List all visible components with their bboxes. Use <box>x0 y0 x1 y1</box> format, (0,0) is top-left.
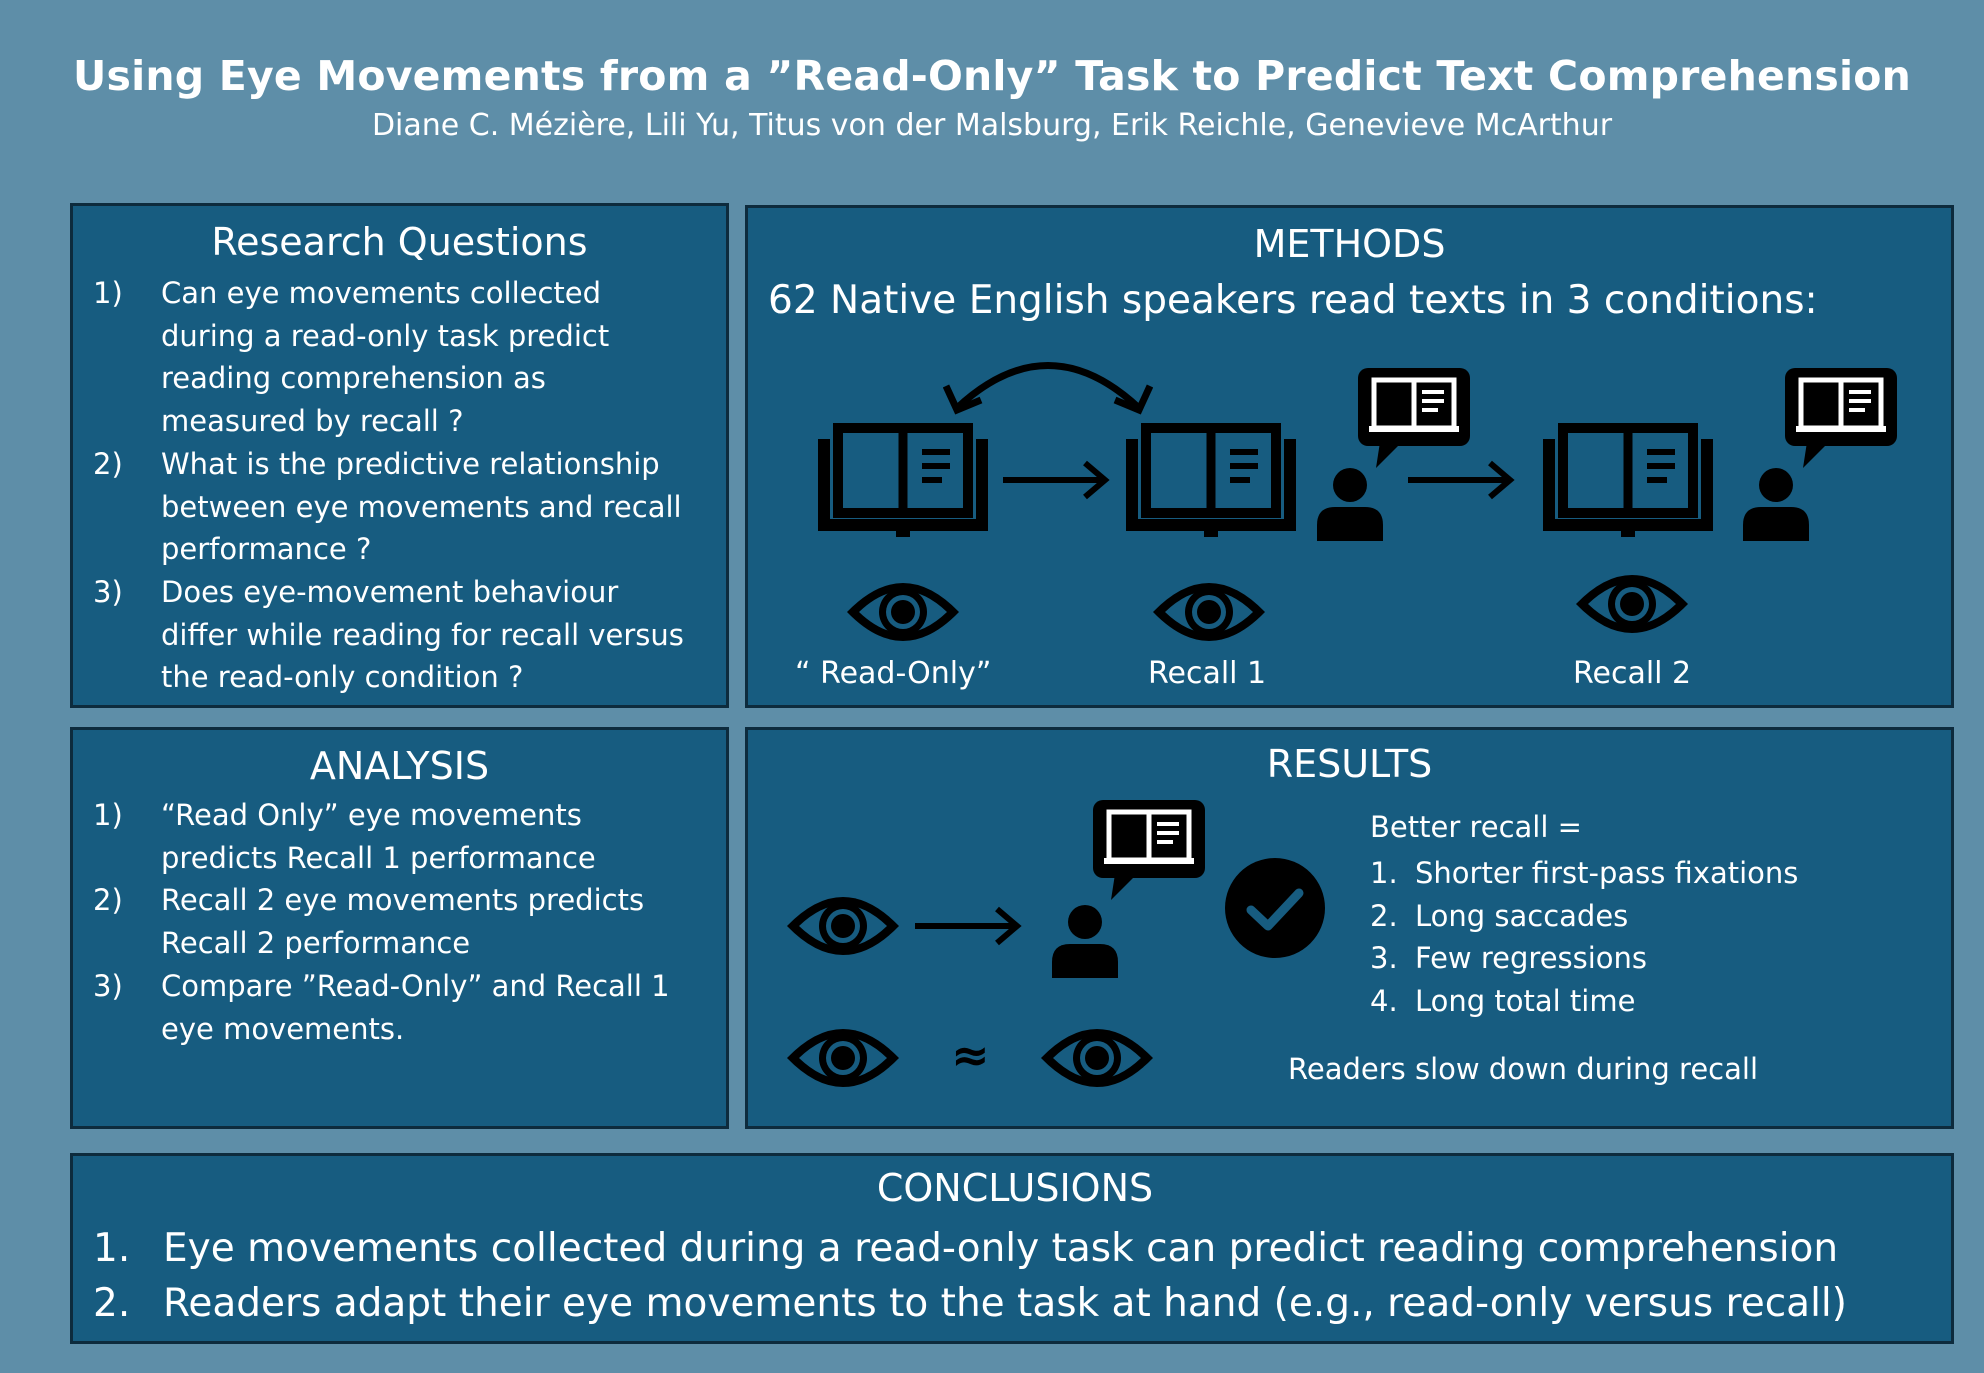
person-icon <box>1741 465 1811 541</box>
book-icon <box>818 423 988 543</box>
list-number: 3) <box>93 574 123 609</box>
list-number: 1) <box>93 798 123 832</box>
list-number: 3. <box>1370 941 1398 976</box>
research-question-item: 3) Does eye-movement behaviour differ wh… <box>93 571 723 699</box>
research-question-item: 1) Can eye movements collected during a … <box>93 272 723 443</box>
research-questions-panel: Research Questions 1) Can eye movements … <box>70 203 729 708</box>
list-number: 2) <box>93 883 123 918</box>
list-number: 3) <box>93 968 123 1003</box>
analysis-panel: ANALYSIS 1) “Read Only” eye movements pr… <box>70 727 729 1129</box>
arrow-icon <box>1408 460 1518 500</box>
conclusions-list: 1. Eye movements collected during a read… <box>93 1221 1847 1331</box>
list-line: “Read Only” eye movements <box>161 798 582 832</box>
speech-bubble-book-icon <box>1785 368 1897 468</box>
results-title: RESULTS <box>1266 742 1433 786</box>
person-icon <box>1050 902 1120 978</box>
speech-bubble-book-icon <box>1358 368 1470 468</box>
results-panel: RESULTS ≈ Better recall = 1. Shorter fir… <box>745 727 1954 1129</box>
list-line: Can eye movements collected <box>161 276 602 310</box>
list-number: 2. <box>93 1281 131 1326</box>
list-line: during a read-only task predict <box>161 318 610 353</box>
results-item: 1. Shorter first-pass fixations <box>1370 852 1798 895</box>
methods-panel: METHODS 62 Native English speakers read … <box>745 205 1954 708</box>
eye-icon <box>1037 1022 1157 1094</box>
poster-title: Using Eye Movements from a ”Read-Only” T… <box>72 52 1912 100</box>
eye-icon <box>1572 568 1692 640</box>
list-line: Eye movements collected during a read-on… <box>163 1226 1839 1271</box>
book-icon <box>1543 423 1713 543</box>
research-questions-list: 1) Can eye movements collected during a … <box>93 272 723 699</box>
conclusions-title: CONCLUSIONS <box>876 1166 1154 1210</box>
better-recall-label: Better recall = <box>1370 810 1582 844</box>
research-question-item: 2) What is the predictive relationship b… <box>93 443 723 571</box>
list-line: predicts Recall 1 performance <box>161 840 596 875</box>
list-line: performance ? <box>161 532 372 567</box>
arrow-icon <box>915 906 1025 946</box>
list-line: measured by recall ? <box>161 404 464 439</box>
read-only-label: “ Read-Only” <box>795 656 992 691</box>
analysis-item: 3) Compare ”Read-Only” and Recall 1 eye … <box>93 965 723 1050</box>
list-line: Long total time <box>1415 984 1636 1019</box>
eye-icon <box>783 890 903 962</box>
person-icon <box>1315 465 1385 541</box>
conclusions-panel: CONCLUSIONS 1. Eye movements collected d… <box>70 1153 1954 1344</box>
conclusion-item: 1. Eye movements collected during a read… <box>93 1221 1847 1276</box>
list-line: Recall 2 eye movements predicts <box>161 883 645 918</box>
speech-bubble-book-icon <box>1093 800 1205 900</box>
results-list: 1. Shorter first-pass fixations 2. Long … <box>1370 852 1798 1023</box>
list-number: 1. <box>1370 856 1398 890</box>
eye-icon <box>843 576 963 648</box>
list-line: reading comprehension as <box>161 361 546 396</box>
analysis-item: 1) “Read Only” eye movements predicts Re… <box>93 794 723 879</box>
eye-icon <box>783 1022 903 1094</box>
methods-title: METHODS <box>1253 222 1446 266</box>
research-questions-title: Research Questions <box>211 220 588 264</box>
slow-down-note: Readers slow down during recall <box>1288 1052 1759 1086</box>
recall-1-label: Recall 1 <box>1148 656 1267 691</box>
poster-authors: Diane C. Mézière, Lili Yu, Titus von der… <box>371 108 1613 143</box>
approx-symbol: ≈ <box>951 1028 990 1082</box>
recall-2-label: Recall 2 <box>1573 656 1692 691</box>
list-line: Few regressions <box>1415 941 1648 976</box>
analysis-item: 2) Recall 2 eye movements predicts Recal… <box>93 879 723 964</box>
list-number: 1. <box>93 1226 131 1271</box>
list-number: 4. <box>1370 984 1398 1019</box>
arrow-icon <box>1003 460 1113 500</box>
results-item: 2. Long saccades <box>1370 895 1798 938</box>
checkmark-icon <box>1225 858 1325 958</box>
curved-arrow-icon <box>943 362 1153 415</box>
results-item: 4. Long total time <box>1370 980 1798 1023</box>
methods-subtitle: 62 Native English speakers read texts in… <box>768 278 1818 323</box>
list-line: Long saccades <box>1415 898 1629 933</box>
list-line: Does eye-movement behaviour <box>161 574 619 609</box>
list-number: 1) <box>93 276 123 310</box>
list-line: the read-only condition ? <box>161 660 524 695</box>
list-line: differ while reading for recall versus <box>161 617 684 652</box>
list-line: Shorter first-pass fixations <box>1415 856 1799 890</box>
list-line: Compare ”Read-Only” and Recall 1 <box>161 968 670 1003</box>
analysis-list: 1) “Read Only” eye movements predicts Re… <box>93 794 723 1050</box>
list-line: eye movements. <box>161 1011 405 1046</box>
list-line: Readers adapt their eye movements to the… <box>163 1281 1847 1326</box>
list-line: between eye movements and recall <box>161 489 682 524</box>
list-line: What is the predictive relationship <box>161 446 660 481</box>
results-item: 3. Few regressions <box>1370 937 1798 980</box>
list-number: 2. <box>1370 898 1398 933</box>
list-number: 2) <box>93 446 123 481</box>
eye-icon <box>1149 576 1269 648</box>
list-line: Recall 2 performance <box>161 926 471 961</box>
conclusion-item: 2. Readers adapt their eye movements to … <box>93 1276 1847 1331</box>
analysis-title: ANALYSIS <box>309 744 490 788</box>
book-icon <box>1126 423 1296 543</box>
